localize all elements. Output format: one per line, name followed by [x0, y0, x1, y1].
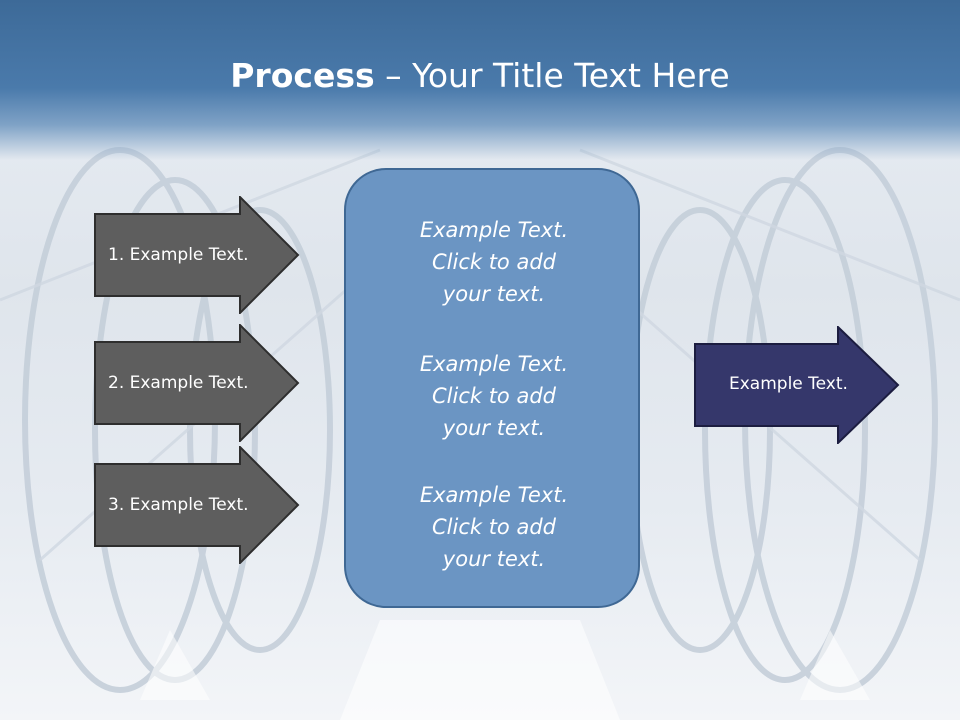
center-text-block-3: Example Text. Click to add your text.	[346, 479, 642, 575]
right-arrow-label: Example Text.	[729, 374, 848, 394]
center-text-block-2: Example Text. Click to add your text.	[346, 348, 642, 444]
left-arrow-1[interactable]	[94, 196, 300, 314]
title-bold: Process	[230, 56, 375, 95]
title-bar	[0, 0, 960, 160]
center-block-3-line-3: your text.	[442, 547, 546, 571]
slide-title[interactable]: Process – Your Title Text Here	[0, 52, 960, 100]
center-text-block-1: Example Text. Click to add your text.	[346, 214, 642, 310]
center-block-3-line-1: Example Text.	[419, 483, 569, 507]
left-arrow-2[interactable]	[94, 324, 300, 442]
title-rest: – Your Title Text Here	[374, 56, 730, 95]
center-block-2-line-2: Click to add	[431, 384, 556, 408]
center-block-1-line-3: your text.	[442, 282, 546, 306]
center-block-1-line-1: Example Text.	[419, 218, 569, 242]
center-block-1-line-2: Click to add	[431, 250, 556, 274]
center-block-2-line-3: your text.	[442, 416, 546, 440]
center-block-2-line-1: Example Text.	[419, 352, 569, 376]
center-text-box[interactable]: Example Text. Click to add your text. Ex…	[344, 168, 640, 608]
center-block-3-line-2: Click to add	[431, 515, 556, 539]
left-arrow-1-label: 1. Example Text.	[108, 245, 249, 265]
left-arrow-2-label: 2. Example Text.	[108, 373, 249, 393]
right-arrow[interactable]	[694, 326, 900, 444]
left-arrow-3[interactable]	[94, 446, 300, 564]
left-arrow-3-label: 3. Example Text.	[108, 495, 249, 515]
